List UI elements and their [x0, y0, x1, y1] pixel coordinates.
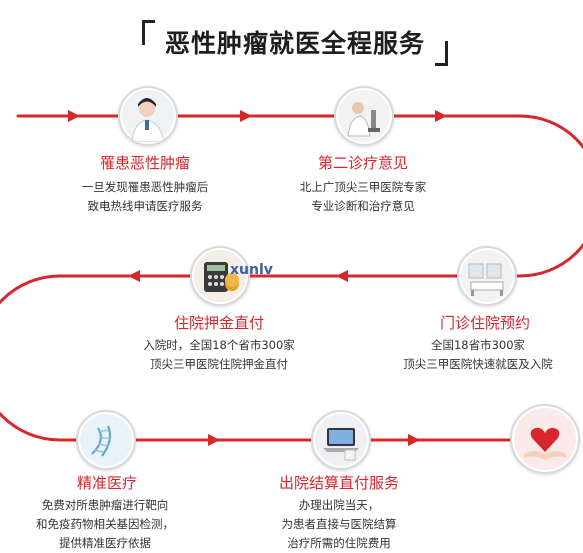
step-5-desc-line-3: 提供精准医疗依据: [59, 536, 151, 550]
arrow-left-1: [336, 270, 348, 282]
step-1-desc: 一旦发现罹患恶性肿瘤后 致电热线申请医疗服务: [40, 178, 250, 216]
step-3-desc: 全国18省市300家 顶尖三甲医院快速就医及入院: [378, 336, 578, 374]
step-6-desc-line-2: 为患者直接与医院结算: [281, 517, 397, 531]
step-6-desc-line-3: 治疗所需的住院费用: [287, 536, 391, 550]
calculator-icon: [190, 246, 250, 306]
title-text: 恶性肿瘤就医全程服务: [164, 29, 425, 58]
step-3-desc-line-2: 顶尖三甲医院快速就医及入院: [403, 357, 553, 371]
heart-hands-icon: [510, 404, 580, 474]
step-2-desc: 北上广顶尖三甲医院专家 专业诊断和治疗意见: [258, 178, 468, 216]
step-2-desc-line-2: 专业诊断和治疗意见: [311, 199, 415, 213]
doctor-photo-icon: [118, 86, 178, 146]
step-2-desc-line-1: 北上广顶尖三甲医院专家: [299, 180, 427, 194]
diagram-title: 恶性肿瘤就医全程服务: [142, 20, 448, 66]
step-5-desc: 免费对所患肿瘤进行靶向 和免疫药物相关基因检测， 提供精准医疗依据: [0, 496, 210, 553]
step-4-title: 住院押金直付: [173, 314, 264, 332]
title-bracket-right: [435, 41, 448, 66]
watermark-text: xunlv: [230, 262, 273, 278]
step-2-title: 第二诊疗意见: [317, 154, 408, 172]
microscope-icon: [334, 86, 394, 146]
step-4-desc-line-2: 顶尖三甲医院住院押金直付: [150, 357, 288, 371]
step-5-desc-line-1: 免费对所患肿瘤进行靶向: [41, 498, 169, 512]
title-bracket-left: [142, 20, 155, 45]
step-6-desc-line-1: 办理出院当天，: [298, 498, 380, 512]
step-4-desc-line-1: 入院时，全国18个省市300家: [143, 338, 295, 352]
step-3-title: 门诊住院预约: [439, 314, 530, 332]
step-6-title: 出院结算直付服务: [278, 474, 399, 492]
step-4-desc: 入院时，全国18个省市300家 顶尖三甲医院住院押金直付: [104, 336, 334, 374]
step-5-title: 精准医疗: [76, 474, 137, 492]
arrow-right-2: [240, 110, 252, 122]
flow-arrows: [68, 110, 447, 446]
arrow-right-5: [408, 434, 420, 446]
step-3-desc-line-1: 全国18省市300家: [430, 338, 526, 352]
dna-icon: [76, 410, 136, 470]
laptop-icon: [311, 410, 371, 470]
arrow-right-4: [208, 434, 220, 446]
arrow-right-1: [68, 110, 80, 122]
arrow-right-3: [435, 110, 447, 122]
step-1-title: 罹患恶性肿瘤: [99, 154, 190, 172]
step-1-desc-line-1: 一旦发现罹患恶性肿瘤后: [81, 180, 209, 194]
step-1-desc-line-2: 致电热线申请医疗服务: [87, 199, 203, 213]
step-6-desc: 办理出院当天， 为患者直接与医院结算 治疗所需的住院费用: [234, 496, 444, 553]
arrow-left-2: [128, 270, 140, 282]
step-5-desc-line-2: 和免疫药物相关基因检测，: [36, 517, 174, 531]
hospital-room-icon: [457, 246, 517, 306]
